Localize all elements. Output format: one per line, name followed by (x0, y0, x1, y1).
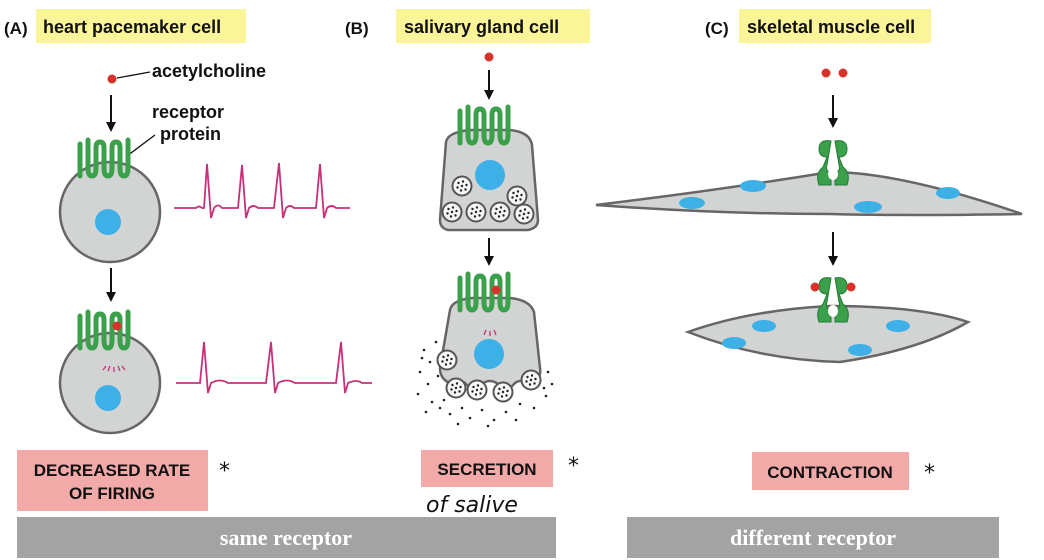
arrow-a2-head (106, 292, 116, 302)
arrow-c2-head (828, 256, 838, 266)
panel-a-title: heart pacemaker cell (43, 17, 221, 37)
effect-a-line2: OF FIRING (69, 484, 155, 503)
nucleus-c (854, 201, 882, 213)
nucleus-b-bottom (474, 339, 504, 369)
bound-ligand-b (491, 285, 501, 295)
nucleus-a-top (95, 209, 121, 235)
arrow-c1-head (828, 118, 838, 128)
vesicle (441, 201, 463, 223)
vesicle (520, 369, 542, 391)
panel-a-title-highlight (36, 9, 246, 43)
vesicle (451, 175, 473, 197)
nucleus-c (886, 320, 910, 332)
ecg-trace-slow (176, 341, 372, 394)
activation-rays-a (102, 365, 126, 372)
panel-c-title: skeletal muscle cell (747, 17, 915, 37)
effect-c-line1: CONTRACTION (767, 463, 893, 482)
receptor-c-bottom (817, 277, 849, 323)
effect-b-line1: SECRETION (437, 460, 536, 479)
nucleus-a-bottom (95, 385, 121, 411)
acetylcholine-label: acetylcholine (152, 61, 266, 81)
panel-b-title-highlight (396, 9, 590, 43)
activation-rays-b (483, 329, 497, 336)
vesicle (466, 379, 488, 401)
receptor-label-line1: receptor (152, 102, 224, 122)
ligand-c1 (821, 68, 831, 78)
ligand-b-top (484, 52, 494, 62)
effect-box-a (17, 450, 208, 511)
receptor-b-bottom (460, 274, 508, 310)
bound-acetylcholine-a (112, 321, 122, 331)
nucleus-b-top (475, 160, 505, 190)
bound-ligand-c2 (846, 282, 856, 292)
vesicle (465, 201, 487, 223)
receptor-b-top (460, 107, 508, 143)
nucleus-c (752, 320, 776, 332)
ligand-c2 (838, 68, 848, 78)
panel-a-label: (A) (4, 19, 28, 38)
arrow-a1-head (106, 122, 116, 132)
receptor-a-top (80, 140, 128, 176)
receptor-pointer (126, 134, 156, 157)
receptor-a-bottom (80, 312, 128, 348)
same-receptor-bar (17, 517, 556, 558)
vesicle (513, 203, 535, 225)
nucleus-c (848, 344, 872, 356)
nucleus-c (722, 337, 746, 349)
nucleus-c (679, 197, 705, 209)
effect-box-b (421, 450, 553, 487)
different-receptor-label: different receptor (730, 525, 896, 550)
effect-box-c (752, 452, 909, 490)
panel-b-title: salivary gland cell (404, 17, 559, 37)
effect-a-line1: DECREASED RATE (34, 461, 190, 480)
vesicle (506, 185, 528, 207)
receptor-c-top (817, 140, 849, 186)
panel-c-title-highlight (739, 9, 931, 43)
same-receptor-label: same receptor (220, 525, 352, 550)
vesicle (492, 381, 514, 403)
mark-a: * (219, 459, 230, 484)
nucleus-c (740, 180, 766, 192)
receptor-label-line2: protein (160, 124, 221, 144)
acetylcholine-pointer (116, 71, 151, 79)
different-receptor-bar (627, 517, 999, 558)
panel-b-label: (B) (345, 19, 369, 38)
panel-c-label: (C) (705, 19, 729, 38)
arrow-b1-head (484, 90, 494, 100)
secreted-particles (416, 340, 554, 428)
arrow-b2-head (484, 256, 494, 266)
handwritten-note: of salive (426, 493, 518, 518)
bound-ligand-c1 (810, 282, 820, 292)
mark-b: * (568, 454, 579, 479)
vesicle (445, 377, 467, 399)
acetylcholine-dot (107, 74, 117, 84)
vesicle (436, 349, 458, 371)
mark-c: * (924, 461, 935, 486)
nucleus-c (936, 187, 960, 199)
ecg-trace-fast (174, 162, 350, 219)
vesicle (489, 201, 511, 223)
